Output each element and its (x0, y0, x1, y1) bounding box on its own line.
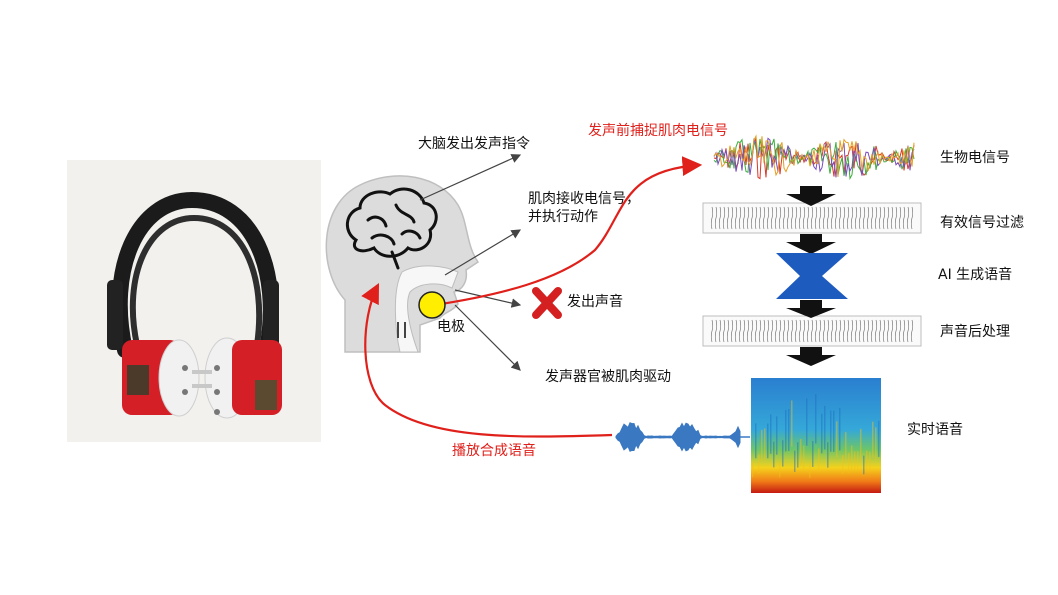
label-post-processing: 声音后处理 (940, 324, 1010, 340)
x-mark-icon (532, 287, 562, 319)
headset-photo (67, 160, 321, 442)
label-produce-sound: 发出声音 (567, 294, 623, 310)
label-play-synthesized: 播放合成语音 (452, 443, 536, 459)
brain-icon (346, 187, 438, 270)
label-electrode: 电极 (437, 319, 465, 335)
spectrogram (751, 378, 881, 493)
speech-waveform (615, 422, 741, 452)
label-bio-signal: 生物电信号 (940, 150, 1010, 166)
pipeline-arrows (786, 186, 836, 366)
arrow-vocal-driven (454, 304, 521, 371)
filter-box-2 (702, 315, 922, 347)
label-effective-filter: 有效信号过滤 (940, 215, 1024, 231)
arrow-brain-command (419, 154, 522, 201)
electrode-dot (418, 291, 446, 319)
label-vocal-driven: 发声器官被肌肉驱动 (545, 369, 671, 385)
ai-model-icon (776, 253, 848, 299)
label-ai-generate: AI 生成语音 (938, 267, 1013, 283)
bio-signal-waveform (713, 134, 915, 181)
label-brain-command: 大脑发出发声指令 (418, 136, 530, 152)
red-path-playback (361, 283, 613, 438)
red-path-capture (434, 156, 703, 307)
label-muscle-receive-1: 肌肉接收电信号， (528, 191, 640, 207)
label-capture-before-phonation: 发声前捕捉肌肉电信号 (588, 123, 728, 139)
label-realtime-speech: 实时语音 (907, 422, 963, 438)
filter-box-1 (702, 202, 922, 234)
label-muscle-receive-2: 并执行动作 (528, 209, 598, 225)
arrow-muscle-receive (444, 229, 522, 276)
arrow-produce-sound (454, 289, 522, 308)
